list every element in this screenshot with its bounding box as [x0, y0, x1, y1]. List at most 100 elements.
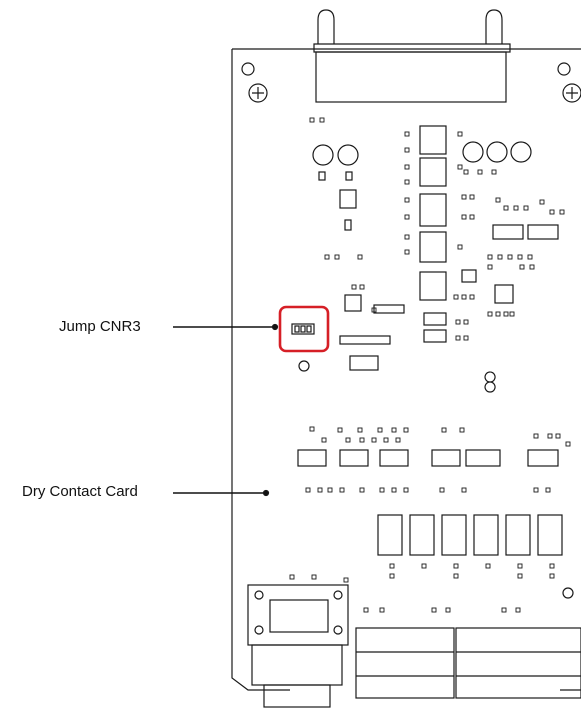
mount-screw-tl-cross [252, 87, 264, 99]
smd-components [289, 117, 571, 613]
smd-pad [311, 574, 317, 580]
smd-pad [404, 164, 410, 170]
ic-2 [419, 157, 447, 187]
smd-pad [345, 437, 351, 443]
ic-11 [461, 269, 477, 283]
smd-pad [324, 254, 330, 260]
smd-pad [391, 427, 397, 433]
capacitor-1 [312, 144, 334, 166]
smd-pad [359, 284, 365, 290]
smd-pad [431, 607, 437, 613]
smd-pad [309, 426, 315, 432]
relay-5 [505, 514, 531, 556]
smd-pad [509, 311, 515, 317]
mount-screw-tr-cross [566, 87, 578, 99]
terminal-block-1-lines [356, 651, 454, 677]
smd-pad [377, 427, 383, 433]
ic-18 [465, 449, 501, 467]
jumper-pin-1 [294, 325, 300, 333]
db-screw-3 [333, 590, 343, 600]
smd-pad [487, 264, 493, 270]
ic-12 [344, 294, 362, 312]
smd-pad [357, 427, 363, 433]
smd-pad [404, 214, 410, 220]
smd-pad [549, 563, 555, 569]
silkscreen-8 [484, 371, 496, 393]
mount-screw-tl [248, 83, 268, 103]
smd-pad [343, 577, 349, 583]
smd-pad [469, 294, 475, 300]
smd-pad [517, 573, 523, 579]
smd-pad [363, 607, 369, 613]
smd-pad [461, 294, 467, 300]
db-connector-face [269, 599, 329, 633]
db-screw-2 [254, 625, 264, 635]
smd-pad [351, 284, 357, 290]
smd-pad [455, 319, 461, 325]
smd-pad [404, 234, 410, 240]
smd-pad [461, 487, 467, 493]
smd-pad [453, 563, 459, 569]
smd-pad [334, 254, 340, 260]
smd-pad [319, 117, 325, 123]
smd-pad [371, 437, 377, 443]
ic-15 [339, 449, 369, 467]
capacitor-2 [337, 144, 359, 166]
relay-6 [537, 514, 563, 556]
smd-pad [519, 264, 525, 270]
smd-pad [357, 254, 363, 260]
smd-pad [359, 487, 365, 493]
via-hole-1 [298, 360, 310, 372]
smd-pad [317, 487, 323, 493]
smd-pad [445, 607, 451, 613]
diode-1 [339, 189, 357, 209]
smd-pad [457, 244, 463, 250]
board-outline [231, 48, 581, 691]
terminal-block-1 [355, 627, 455, 699]
ic-19 [527, 449, 559, 467]
smd-pad [555, 433, 561, 439]
smd-pad [389, 563, 395, 569]
smd-pad [439, 487, 445, 493]
mount-screw-tr [562, 83, 581, 103]
smd-pad [453, 294, 459, 300]
ic-13 [349, 355, 379, 371]
ic-1 [419, 125, 447, 155]
smd-pad [495, 311, 501, 317]
db-screw-1 [254, 590, 264, 600]
dry-leader-dot [262, 489, 270, 497]
smd-pad [463, 169, 469, 175]
smd-pad [487, 254, 493, 260]
smd-pad [421, 563, 427, 569]
ic-4 [419, 231, 447, 263]
small-comp-1 [318, 171, 326, 181]
smd-pad [533, 487, 539, 493]
relay-3 [441, 514, 467, 556]
smd-pad [305, 487, 311, 493]
smd-pad [527, 254, 533, 260]
smd-pad [389, 573, 395, 579]
smd-pad [503, 205, 509, 211]
ic-14 [297, 449, 327, 467]
smd-pad [403, 427, 409, 433]
terminal-block-2 [455, 627, 581, 699]
smd-pad [383, 437, 389, 443]
smd-pad [404, 249, 410, 255]
crystal-3 [510, 141, 532, 163]
smd-pad [523, 205, 529, 211]
resistor-array-1 [373, 304, 405, 314]
smd-pad [461, 214, 467, 220]
crystal-1 [462, 141, 484, 163]
relay-4 [473, 514, 499, 556]
smd-pad [379, 487, 385, 493]
callout-label-jump: Jump CNR3 [59, 318, 141, 335]
smd-pad [495, 197, 501, 203]
smd-pad [517, 254, 523, 260]
smd-pad [497, 254, 503, 260]
mount-hole-tl [241, 62, 255, 76]
smd-pad [404, 131, 410, 137]
ic-5 [419, 271, 447, 301]
smd-pad [503, 311, 509, 317]
smd-pad [441, 427, 447, 433]
